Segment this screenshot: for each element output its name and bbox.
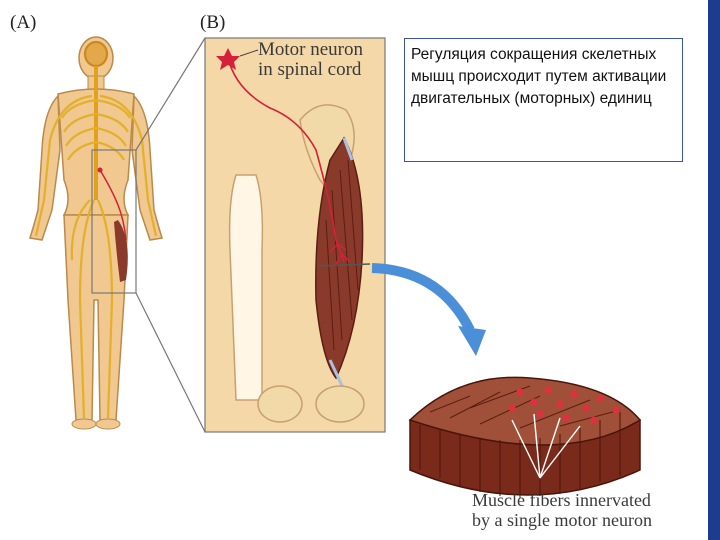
muscle-cross-section <box>410 377 640 498</box>
femur-bone <box>230 175 263 400</box>
caption-text: Регуляция сокращения скелетных мышц прои… <box>411 44 676 110</box>
caption-box: Регуляция сокращения скелетных мышц прои… <box>404 38 683 162</box>
muscle-fibers-label: Muscle fibers innervated by a single mot… <box>472 490 652 530</box>
zoom-line-bottom <box>136 293 205 432</box>
zoom-line-top <box>136 38 205 150</box>
motor-neuron-label: Motor neuron in spinal cord <box>258 40 363 80</box>
zoom-arrow <box>372 268 486 356</box>
motor-neuron-soma-a <box>98 168 103 173</box>
